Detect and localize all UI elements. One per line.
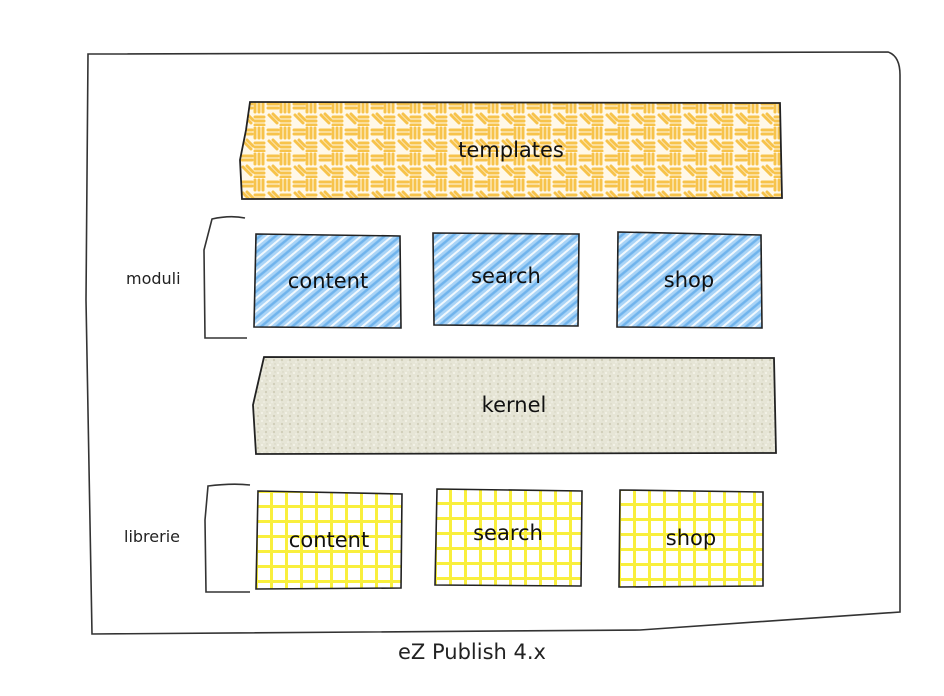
module-search: search <box>432 231 580 327</box>
moduli-group-label: moduli <box>126 269 181 288</box>
library-shop-shape <box>618 489 764 588</box>
library-content-label: content <box>288 528 370 552</box>
librerie-group-label: librerie <box>124 527 180 546</box>
module-search-label: search <box>471 264 541 288</box>
module-content-shape <box>253 233 402 329</box>
templates-shape <box>239 101 783 200</box>
library-shop: shop <box>618 488 764 588</box>
library-search-shape <box>434 488 583 587</box>
library-shop-label: shop <box>665 526 717 550</box>
kernel-label: kernel <box>481 393 547 417</box>
diagram-title: eZ Publish 4.x <box>398 640 546 664</box>
library-content: content <box>255 490 403 590</box>
kernel-layer: kernel <box>252 355 777 455</box>
module-shop-label: shop <box>663 268 715 292</box>
library-content-shape <box>255 490 403 590</box>
library-search: search <box>434 487 583 587</box>
library-search-label: search <box>473 521 543 545</box>
kernel-shape <box>252 356 777 455</box>
module-content-label: content <box>287 269 369 293</box>
module-content: content <box>253 232 402 330</box>
templates-layer: templates <box>239 100 783 200</box>
templates-label: templates <box>458 138 564 162</box>
module-search-shape <box>432 232 580 327</box>
module-shop: shop <box>616 231 763 329</box>
module-shop-shape <box>616 231 763 329</box>
